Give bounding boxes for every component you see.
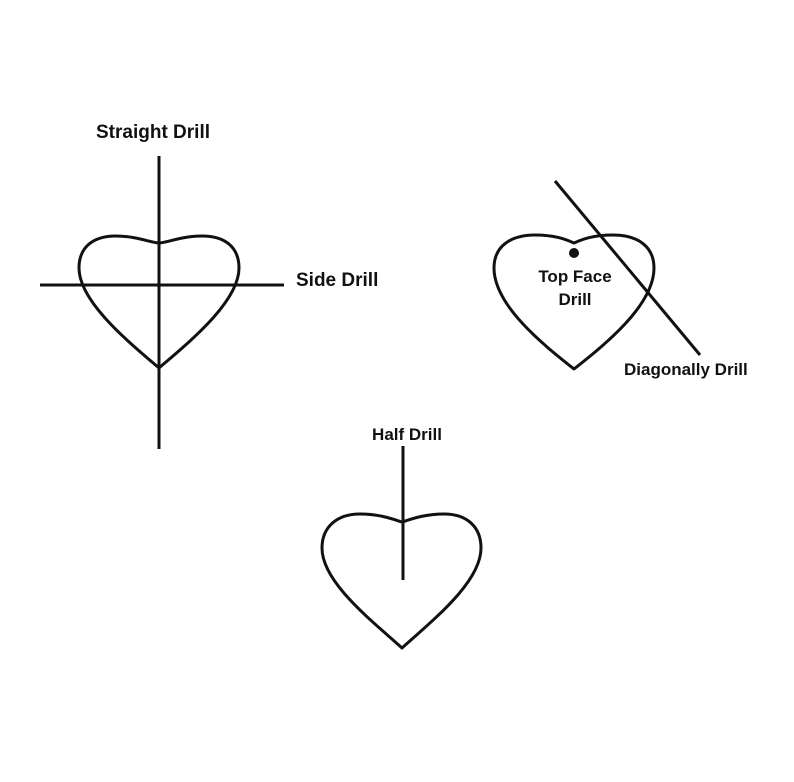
side-drill-label: Side Drill <box>296 270 378 291</box>
heart-top-face-diagonal <box>492 233 656 371</box>
straight-side-drill-group: Straight Drill Side Drill <box>40 122 378 449</box>
diagonal-drill-line <box>553 180 702 356</box>
half-drill-label: Half Drill <box>372 425 442 444</box>
top-face-drill-label-line1: Top Face <box>538 267 611 286</box>
top-face-drill-hole <box>569 248 579 258</box>
straight-drill-label: Straight Drill <box>96 122 210 143</box>
top-face-drill-label-line2: Drill <box>558 290 591 309</box>
half-drill-group: Half Drill <box>320 425 483 650</box>
diagonal-drill-label: Diagonally Drill <box>624 360 748 379</box>
top-face-diagonal-drill-group: Top Face Drill Diagonally Drill <box>492 180 748 379</box>
